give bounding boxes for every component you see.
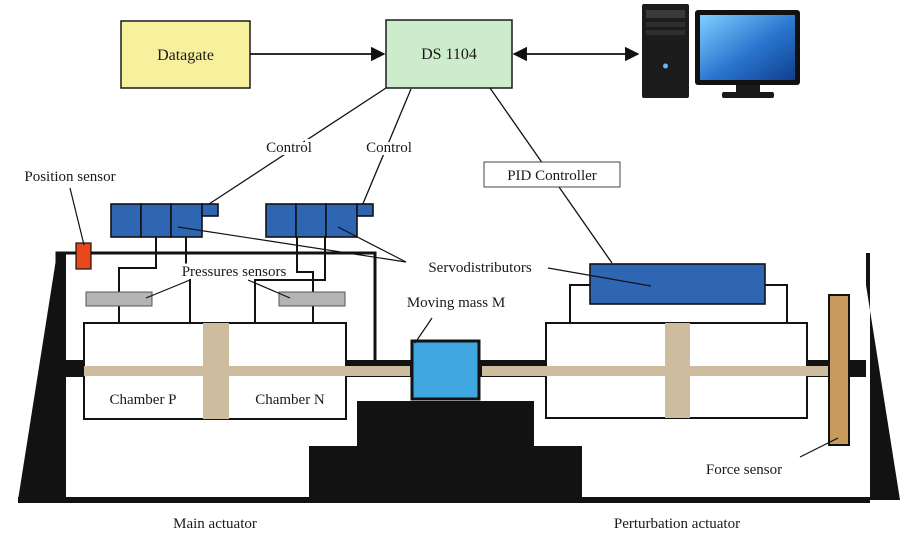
main-piston	[203, 323, 229, 419]
stepped-base	[309, 401, 582, 500]
control-label-right: Control	[366, 140, 412, 156]
datagate-label: Datagate	[157, 47, 214, 64]
pressure-sensor-left	[85, 291, 153, 307]
servodistributors-label: Servodistributors	[428, 260, 531, 276]
ds1104-block: DS 1104	[385, 19, 513, 89]
servodistributor-left	[110, 203, 219, 238]
perturbation-rod-extension-right	[807, 366, 829, 376]
main-rod-extension	[346, 366, 410, 376]
force-sensor-pointer	[799, 437, 839, 458]
position-sensor	[75, 242, 92, 270]
pressures-sensors-label: Pressures sensors	[182, 264, 287, 280]
force-sensor	[828, 294, 850, 446]
main-actuator-caption: Main actuator	[173, 516, 257, 532]
perturbation-actuator-caption: Perturbation actuator	[614, 516, 740, 532]
chamber-p-label: Chamber P	[109, 392, 176, 408]
moving-mass-pointer	[414, 317, 433, 344]
perturbation-piston	[665, 323, 690, 418]
main-actuator-cylinder: Chamber P Chamber N	[83, 322, 347, 420]
position-sensor-pointer	[69, 187, 85, 246]
desktop-computer-icon	[642, 4, 800, 98]
servodistributor-right	[265, 203, 374, 238]
control-wire-right	[361, 88, 412, 207]
pressure-sensors-pointer-right	[247, 279, 291, 299]
pid-controller-label: PID Controller	[507, 168, 597, 184]
servodistributors-label: Servodistributors	[428, 260, 531, 276]
servodistributor-perturbation	[569, 263, 788, 323]
servo-pointer-perturbation	[547, 267, 652, 287]
perturbation-rod-extension	[482, 366, 546, 376]
control-label-left: Control	[266, 140, 312, 156]
moving-mass-label: Moving mass M	[407, 295, 505, 311]
control-label-right: Control	[366, 140, 412, 156]
servo-pointer-right	[337, 226, 407, 263]
pressure-sensor-right	[278, 291, 346, 307]
pid-controller-label-box: PID Controller	[483, 161, 621, 188]
servo-pointer-left	[177, 226, 407, 263]
chamber-n-label: Chamber N	[255, 392, 325, 408]
perturbation-actuator-cylinder	[545, 322, 808, 419]
force-sensor-label: Force sensor	[706, 462, 782, 478]
pressure-sensors-pointer-left	[145, 279, 191, 299]
position-sensor-label: Position sensor	[24, 169, 115, 185]
ds1104-label: DS 1104	[421, 46, 477, 63]
control-label-left: Control	[266, 140, 312, 156]
datagate-block: Datagate	[120, 20, 251, 89]
control-wire-left	[205, 87, 387, 207]
hydraulic-lines	[118, 237, 326, 323]
moving-mass	[410, 339, 481, 401]
pressures-sensors-label: Pressures sensors	[182, 264, 287, 280]
